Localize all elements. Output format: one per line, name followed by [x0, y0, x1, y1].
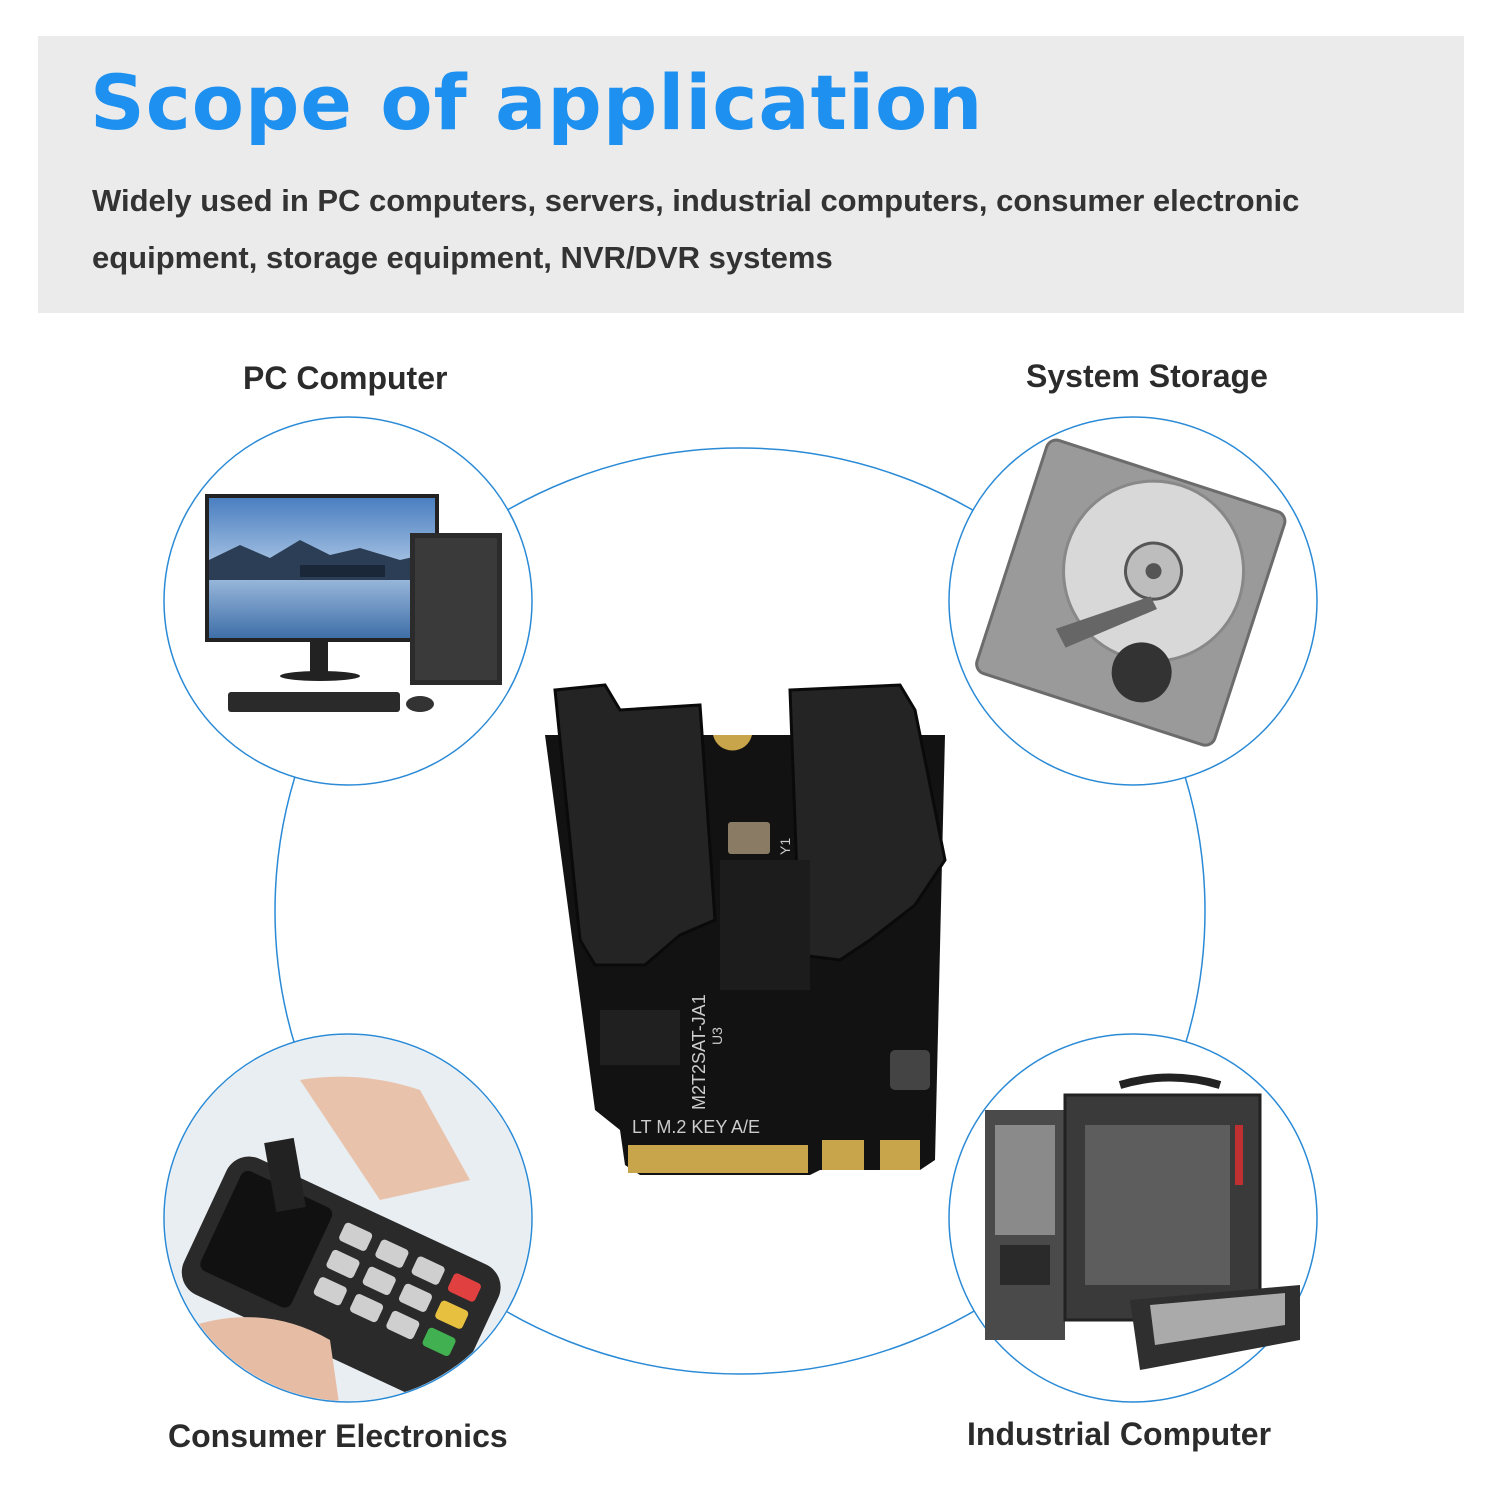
header-banner: Scope of application Widely used in PC c…: [38, 36, 1464, 313]
system-storage-circle: [948, 416, 1318, 786]
desktop-computer-photo: [205, 494, 502, 712]
pc-computer-circle: [163, 416, 533, 786]
consumer-electronics-circle: [163, 1033, 533, 1403]
page-description: Widely used in PC computers, servers, in…: [92, 183, 1300, 275]
label-pc-computer: PC Computer: [243, 360, 448, 396]
payment-terminal-photo: [165, 1035, 531, 1401]
label-system-storage: System Storage: [1026, 358, 1268, 394]
label-consumer-electronics: Consumer Electronics: [168, 1418, 508, 1454]
board-marking-model: M2T2SAT-JA1: [689, 994, 709, 1110]
label-industrial-computer: Industrial Computer: [967, 1416, 1272, 1452]
board-marking-y1: Y1: [777, 838, 793, 855]
board-marking-key: LT M.2 KEY A/E: [632, 1117, 760, 1137]
industrial-computer-circle: [948, 1033, 1318, 1403]
board-marking-u3: U3: [709, 1027, 725, 1045]
m2-to-sata-adapter-board-photo: M2T2SAT-JA1 LT M.2 KEY A/E U3 Y1: [545, 683, 947, 1175]
connecting-circle: [274, 447, 1206, 1375]
portable-industrial-computer-photo: [985, 1073, 1300, 1370]
hard-disk-drive-photo: [975, 438, 1287, 747]
page-title: Scope of application: [90, 58, 984, 147]
